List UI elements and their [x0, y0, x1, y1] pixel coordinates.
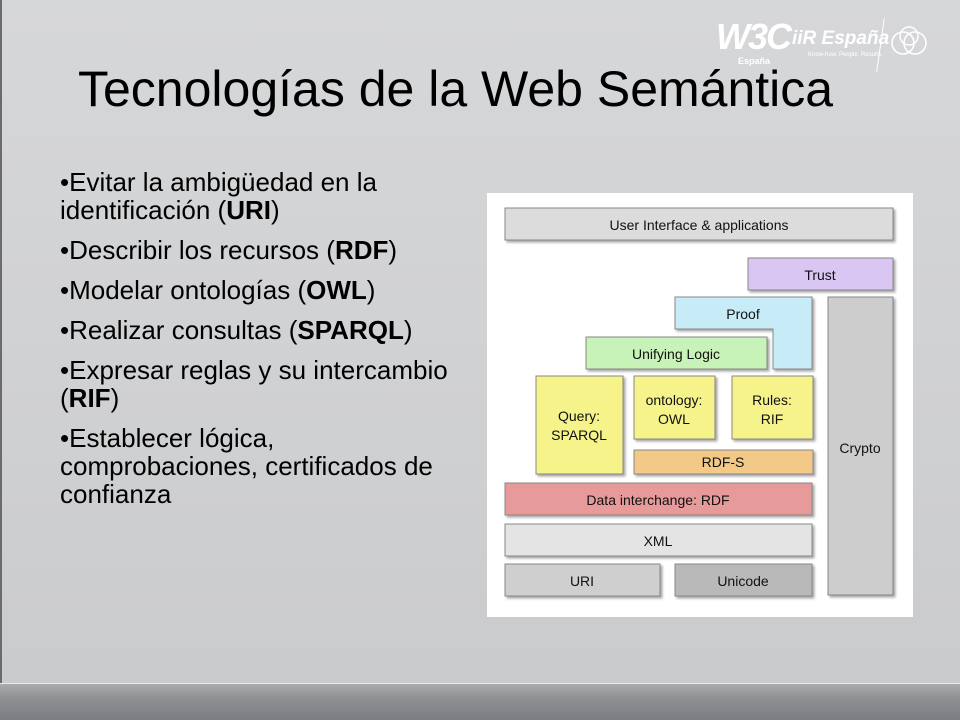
bullet-item-uri: •Evitar la ambigüedad en la identificaci… — [60, 168, 460, 224]
label-ontology-line1: ontology: — [646, 392, 703, 408]
slide-title: Tecnologías de la Web Semántica — [78, 61, 834, 117]
w3c-logo-subtitle: España — [738, 56, 771, 66]
bullet-text: •Describir los recursos ( — [60, 235, 335, 265]
bullet-item-logic: •Establecer lógica, comprobaciones, cert… — [60, 424, 460, 508]
footer-band — [0, 684, 960, 720]
label-query-line1: Query: — [558, 408, 600, 424]
logo-area: W3C España iiR España Know-how. People. … — [716, 14, 936, 74]
iir-logo: iiR España — [792, 28, 890, 49]
iir-logo-tagline: Know-how. People. Results. — [808, 52, 883, 58]
bullet-keyword: SPARQL — [297, 315, 404, 345]
stack-svg: User Interface & applications Trust Cryp… — [504, 207, 894, 597]
bullet-item-rdf: •Describir los recursos (RDF) — [60, 236, 460, 264]
block-query — [535, 375, 624, 475]
label-uri: URI — [570, 573, 594, 589]
block-data-interchange — [504, 482, 813, 516]
label-rdfs: RDF-S — [702, 454, 745, 470]
block-proof — [674, 296, 813, 370]
label-unicode: Unicode — [717, 573, 769, 589]
label-query-line2: SPARQL — [551, 427, 607, 443]
bullet-text-end: ) — [403, 315, 413, 345]
seal-icon — [891, 26, 927, 55]
bullet-item-owl: •Modelar ontologías (OWL) — [60, 276, 460, 304]
bullet-keyword: OWL — [306, 275, 367, 305]
block-trust — [747, 257, 894, 291]
bullet-text-end: ) — [110, 383, 120, 413]
block-unifying-logic — [585, 336, 768, 370]
bullet-item-rif: •Expresar reglas y su intercambio (RIF) — [60, 356, 460, 412]
bullet-text-end: ) — [366, 275, 376, 305]
block-unicode — [674, 563, 813, 597]
bullet-keyword: RIF — [68, 383, 111, 413]
label-trust: Trust — [804, 267, 835, 283]
bullet-text-end: ) — [388, 235, 398, 265]
bullet-text: •Realizar consultas ( — [60, 315, 298, 345]
block-uri — [504, 563, 661, 597]
label-ontology-line2: OWL — [658, 411, 690, 427]
block-user-interface — [504, 207, 894, 241]
semantic-web-stack-diagram: User Interface & applications Trust Cryp… — [487, 193, 913, 617]
bullet-text-end: ) — [270, 195, 280, 225]
bullet-item-sparql: •Realizar consultas (SPARQL) — [60, 316, 460, 344]
label-xml: XML — [644, 533, 673, 549]
bullet-keyword: URI — [226, 195, 271, 225]
label-data-interchange: Data interchange: RDF — [586, 492, 729, 508]
w3c-logo: W3C — [716, 16, 792, 57]
label-proof: Proof — [726, 306, 760, 322]
label-rules-line2: RIF — [761, 411, 784, 427]
bullet-list: •Evitar la ambigüedad en la identificaci… — [60, 168, 460, 520]
label-rules-line1: Rules: — [752, 392, 792, 408]
block-xml — [504, 523, 813, 557]
bullet-text: •Modelar ontologías ( — [60, 275, 307, 305]
block-rdfs — [633, 449, 814, 475]
bullet-keyword: RDF — [334, 235, 389, 265]
block-rules — [731, 375, 814, 440]
bullet-text: •Evitar la ambigüedad en la identificaci… — [60, 167, 377, 225]
slide-left-edge — [0, 0, 2, 720]
block-ontology — [633, 375, 716, 440]
bullet-text: •Expresar reglas y su intercambio ( — [60, 355, 448, 413]
block-crypto — [827, 296, 894, 596]
bullet-text: •Establecer lógica, comprobaciones, cert… — [60, 423, 433, 509]
footer-divider — [0, 683, 960, 684]
label-unifying-logic: Unifying Logic — [632, 346, 720, 362]
label-user-interface: User Interface & applications — [610, 217, 789, 233]
label-crypto: Crypto — [839, 440, 880, 456]
